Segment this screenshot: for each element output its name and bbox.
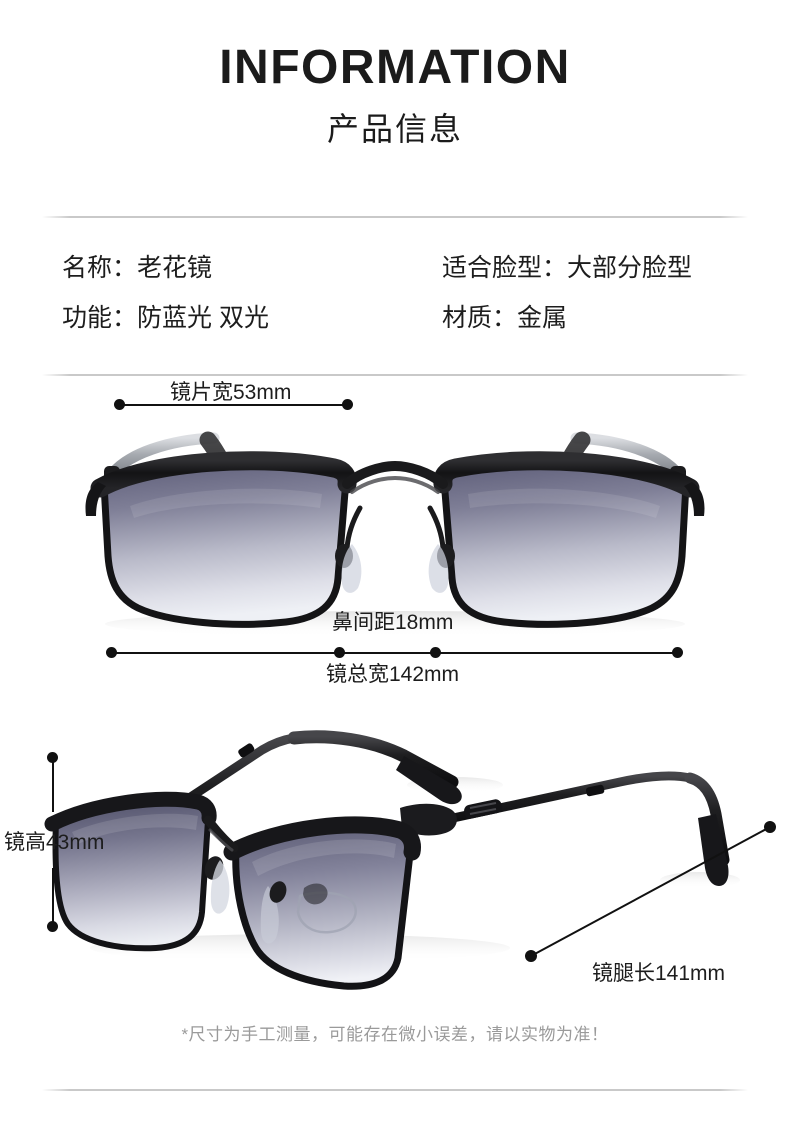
lens-width-measure-line [120, 404, 348, 406]
spec-label-function: 功能： [62, 304, 138, 332]
lens-height-dot-top [47, 752, 58, 763]
spec-row: 名称：老花镜 适合脸型：大部分脸型 [0, 248, 790, 294]
bridge-dot-right [430, 647, 441, 658]
lens-height-dot-bottom [47, 921, 58, 932]
total-width-measure-line [112, 652, 678, 654]
specification-table: 名称：老花镜 适合脸型：大部分脸型 功能：防蓝光 双光 材质：金属 [0, 248, 790, 358]
divider-middle [42, 374, 748, 376]
divider-top [42, 216, 748, 218]
bridge-distance-label: 鼻间距18mm [332, 611, 454, 634]
spec-label-material: 材质： [442, 304, 518, 332]
lens-height-label: 镜高43mm [4, 831, 105, 854]
total-width-dot-right [672, 647, 683, 658]
spec-item-material: 材质：金属 [442, 298, 567, 338]
page-title-chinese: 产品信息 [326, 111, 463, 147]
spec-item-function: 功能：防蓝光 双光 [62, 298, 269, 338]
lens-width-dot-left [114, 399, 125, 410]
spec-item-name: 名称：老花镜 [62, 248, 212, 288]
spec-value-function: 防蓝光 双光 [137, 304, 269, 332]
product-front-view-image [0, 396, 790, 646]
total-width-label: 镜总宽142mm [326, 663, 460, 686]
spec-value-face-shape: 大部分脸型 [567, 254, 693, 282]
product-side-view-image [0, 690, 790, 990]
spec-row: 功能：防蓝光 双光 材质：金属 [0, 298, 790, 344]
lens-height-measure-line-top [52, 762, 54, 812]
measurement-disclaimer: *尺寸为手工测量，可能存在微小误差，请以实物为准！ [181, 1025, 609, 1044]
temple-length-measure-line [525, 821, 776, 962]
spec-value-material: 金属 [517, 304, 568, 332]
lens-width-label: 镜片宽53mm [170, 381, 292, 404]
temple-length-label: 镜腿长141mm [592, 962, 726, 985]
bridge-dot-left [334, 647, 345, 658]
spec-label-name: 名称： [62, 254, 138, 282]
spec-label-face-shape: 适合脸型： [442, 254, 568, 282]
lens-width-dot-right [342, 399, 353, 410]
page-title-english: INFORMATION [219, 41, 571, 94]
lens-height-measure-line-bottom [52, 868, 54, 926]
divider-bottom [42, 1089, 748, 1091]
total-width-dot-left [106, 647, 117, 658]
spec-item-face-shape: 适合脸型：大部分脸型 [442, 248, 692, 288]
spec-value-name: 老花镜 [137, 254, 213, 282]
